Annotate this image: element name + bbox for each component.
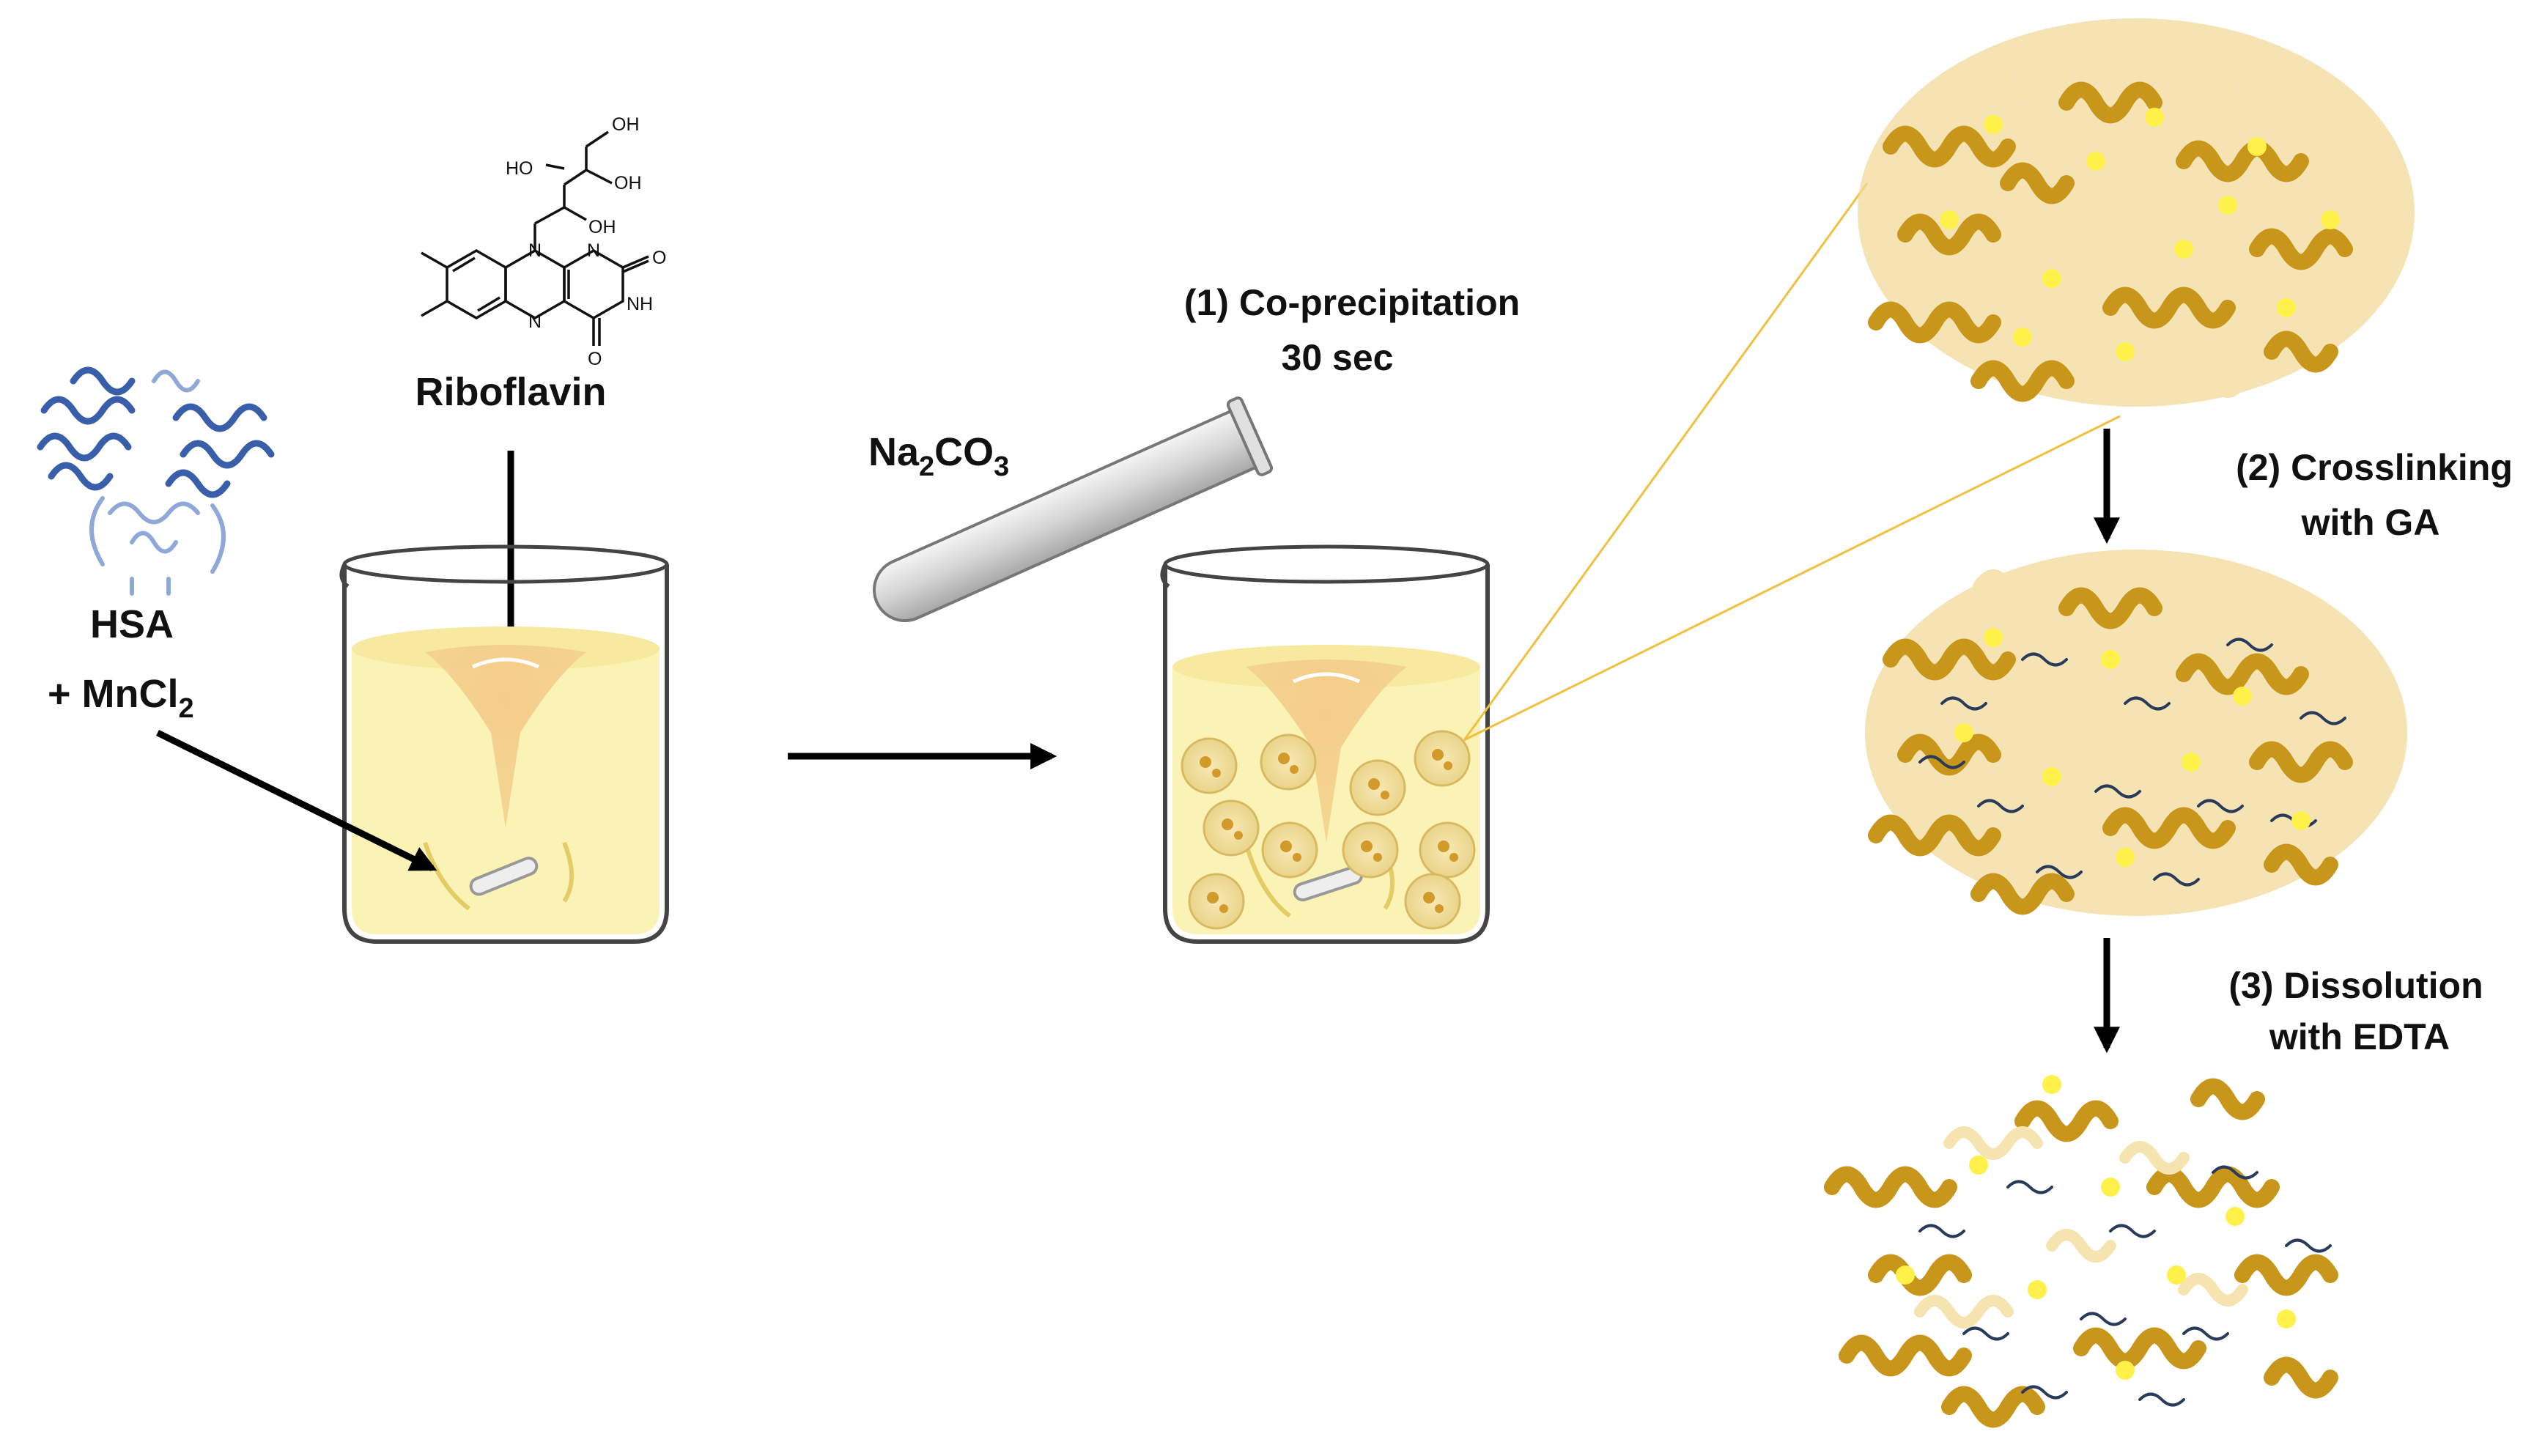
mncl2-subscript: 2 bbox=[179, 693, 194, 724]
na2co3-na: Na bbox=[868, 430, 920, 474]
zoom-line-top bbox=[1463, 182, 1869, 741]
stir-bar-2 bbox=[1244, 842, 1395, 918]
hsa-protein-icon bbox=[37, 366, 275, 596]
particle-stage-2 bbox=[1865, 550, 2407, 916]
atom-ho: HO bbox=[506, 158, 533, 179]
riboflavin-structure bbox=[421, 130, 649, 346]
hsa-label: HSA bbox=[90, 602, 174, 646]
test-tube-icon bbox=[873, 396, 1274, 622]
riboflavin-atoms: OH HO OH OH N N N NH O O bbox=[506, 114, 666, 369]
vortex-1 bbox=[425, 645, 586, 828]
step3-title: (3) Dissolution bbox=[2228, 965, 2483, 1006]
beaker-2 bbox=[1160, 544, 1490, 944]
step2-reagent: with GA bbox=[2301, 502, 2440, 543]
particle-stage-3 bbox=[1824, 1075, 2338, 1428]
atom-oh-low: OH bbox=[588, 217, 616, 237]
na2co3-co: CO bbox=[934, 430, 994, 474]
step3-reagent: with EDTA bbox=[2269, 1016, 2450, 1057]
beaker-1 bbox=[339, 544, 669, 944]
na2co3-label: Na2CO3 bbox=[868, 430, 1009, 482]
atom-n1: N bbox=[528, 240, 542, 261]
particles bbox=[1181, 730, 1476, 930]
zoom-line-bottom bbox=[1463, 415, 2121, 742]
atom-n2: N bbox=[587, 240, 600, 261]
na2co3-sub2: 2 bbox=[919, 451, 934, 482]
particle-stage-1 bbox=[1858, 18, 2415, 407]
step2-title: (2) Crosslinking bbox=[2236, 447, 2513, 488]
vortex-2 bbox=[1246, 659, 1407, 843]
mncl2-label: + MnCl2 bbox=[48, 672, 194, 724]
atom-n3: N bbox=[528, 311, 542, 332]
atom-o1: O bbox=[652, 248, 666, 268]
mncl2-main: + MnCl bbox=[48, 672, 179, 716]
atom-o2: O bbox=[588, 349, 602, 369]
hsa-arrow bbox=[156, 729, 437, 872]
na2co3-sub3: 3 bbox=[994, 451, 1009, 482]
riboflavin-label: Riboflavin bbox=[415, 370, 606, 414]
atom-oh-top: OH bbox=[612, 114, 640, 135]
atom-nh: NH bbox=[627, 294, 653, 314]
atom-oh-mid: OH bbox=[614, 173, 642, 193]
step1-title: (1) Co-precipitation bbox=[1184, 282, 1520, 323]
step1-time: 30 sec bbox=[1282, 337, 1394, 378]
